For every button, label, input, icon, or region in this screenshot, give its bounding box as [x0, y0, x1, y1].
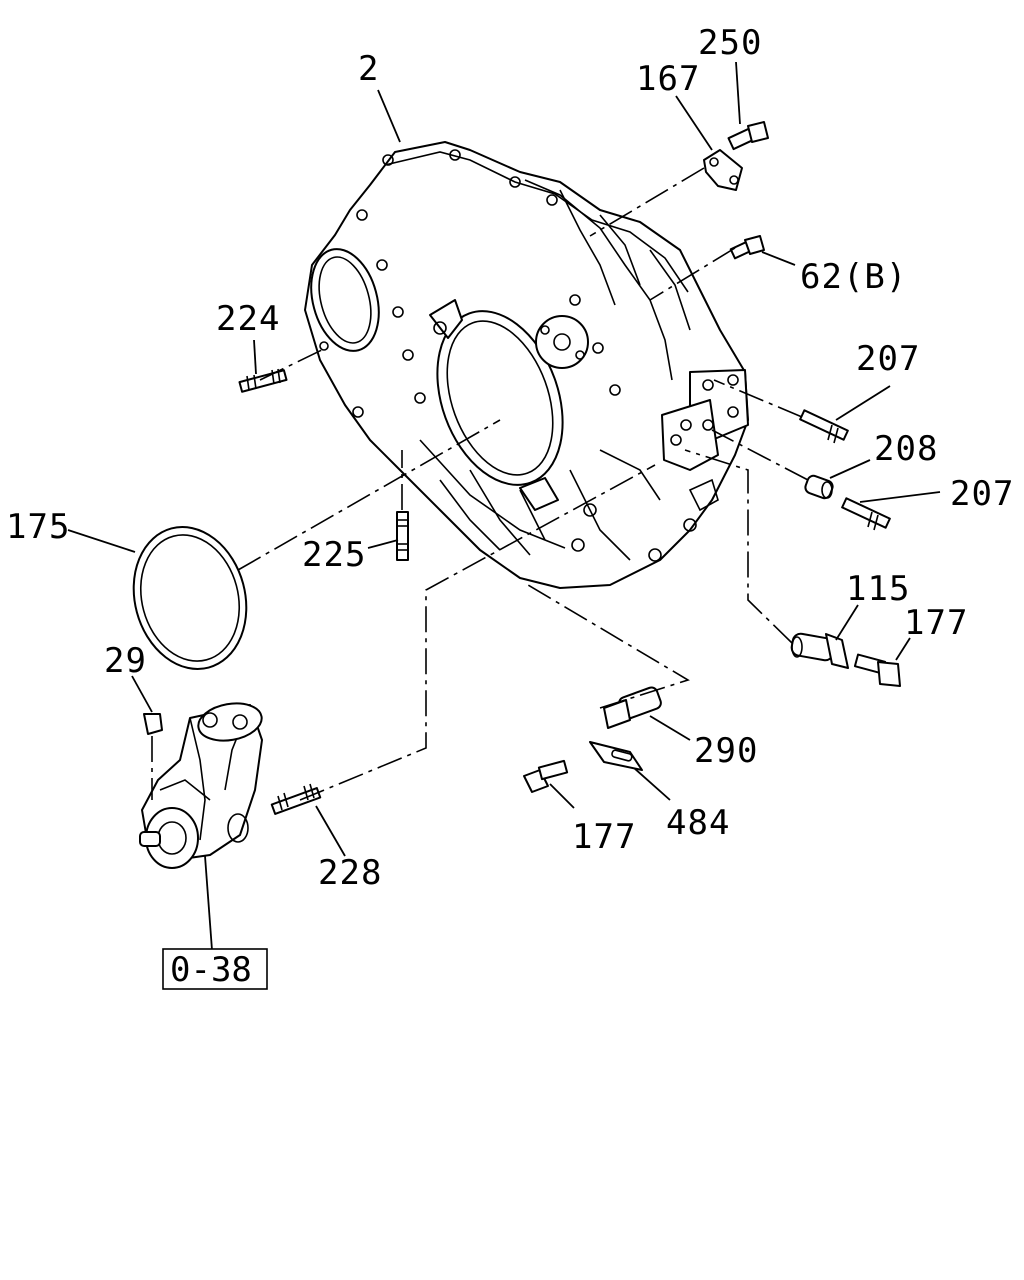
callout-175: 175 [6, 507, 70, 547]
pump-assembly-0-38 [139, 702, 263, 869]
bolt-62b [729, 235, 765, 260]
callout-290: 290 [694, 731, 758, 771]
gasket-167 [703, 149, 743, 191]
bolt-177-upper [853, 653, 901, 687]
reference-box-label: 0-38 [170, 950, 252, 990]
bolt-177-lower [523, 759, 569, 793]
callout-167: 167 [636, 59, 700, 99]
callout-115: 115 [846, 569, 910, 609]
bolt-250 [727, 121, 769, 151]
sensor-290 [603, 686, 662, 729]
reference-box: 0-38 [162, 948, 268, 990]
callouts: 2 250 167 62(B) 224 207 208 207 175 225 … [6, 23, 1014, 893]
assembly-lines [151, 167, 809, 801]
sleeve-208 [804, 474, 834, 500]
flywheel-housing [304, 141, 749, 589]
callout-228: 228 [318, 853, 382, 893]
callout-29: 29 [104, 641, 147, 681]
key-29 [143, 713, 163, 735]
callout-250: 250 [698, 23, 762, 63]
stud-225 [396, 511, 409, 561]
o-ring-175 [132, 526, 248, 670]
callout-177-lower: 177 [572, 817, 636, 857]
callout-224: 224 [216, 299, 280, 339]
callout-207-upper: 207 [856, 339, 920, 379]
leader-lines [67, 61, 941, 951]
stud-207-upper [799, 409, 849, 444]
callout-208: 208 [874, 429, 938, 469]
callout-225: 225 [302, 535, 366, 575]
stud-224 [238, 368, 288, 393]
bracket-484 [589, 741, 643, 771]
callout-2: 2 [358, 49, 379, 89]
callout-177-upper: 177 [904, 603, 968, 643]
callout-62b: 62(B) [800, 257, 907, 297]
stud-207-lower [841, 497, 891, 531]
stud-228 [270, 783, 322, 815]
sensor-115 [790, 632, 849, 669]
callout-484: 484 [666, 803, 730, 843]
callout-207-lower: 207 [950, 474, 1014, 514]
